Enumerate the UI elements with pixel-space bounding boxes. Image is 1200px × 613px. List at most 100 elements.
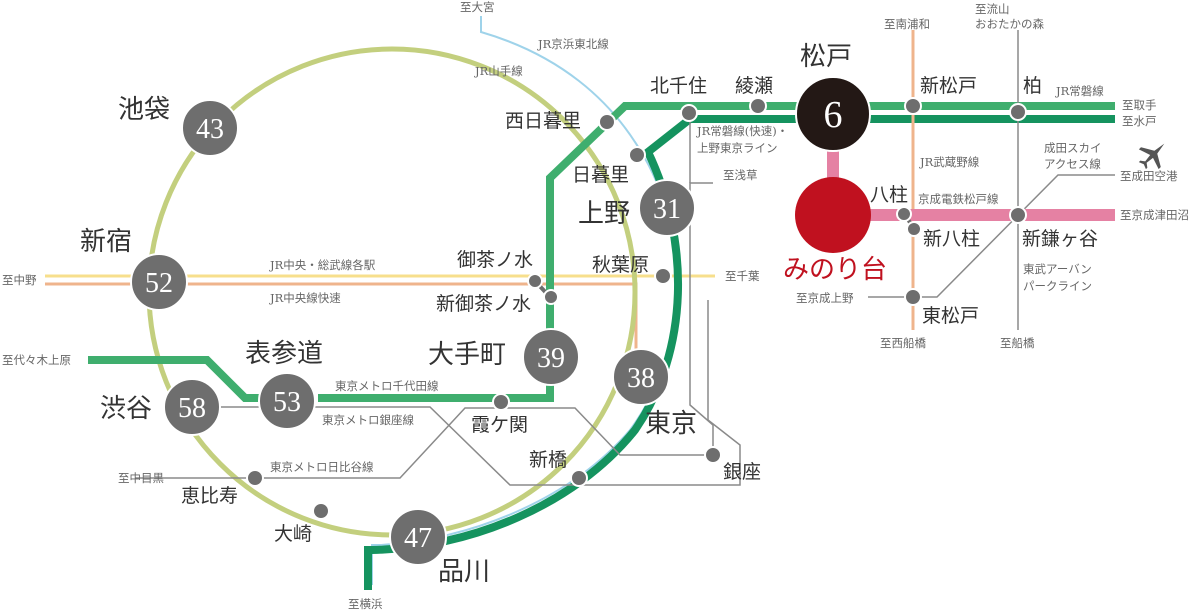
- station-name-nishinippori: 西日暮里: [505, 110, 581, 132]
- hub-marker-shinagawa: [389, 508, 447, 566]
- hub-marker-shibuya: [163, 378, 221, 436]
- station-name-ochanomizu: 御茶ノ水: [457, 249, 533, 271]
- station-dot-shin-ochanomizu: [543, 289, 559, 305]
- station-name-shin-ochanomizu: 新御茶ノ水: [436, 293, 531, 315]
- hub-station-names: 松戸 池袋 新宿 渋谷 表参道 大手町 上野 東京 品川: [80, 42, 852, 587]
- station-name-ueno: 上野: [578, 199, 630, 229]
- label-keisei-matsudo: 京成電鉄松戸線: [918, 192, 999, 206]
- travel-minutes-ueno: 31: [653, 194, 681, 225]
- home-station-name: みのり台: [783, 255, 887, 285]
- station-dot-shin-matsudo: [904, 97, 922, 115]
- station-name-shin-yahashira: 新八柱: [923, 228, 980, 250]
- station-name-higashi-matsudo: 東松戸: [922, 305, 979, 327]
- label-ginza-line: 東京メトロ銀座線: [322, 413, 414, 427]
- station-dot-nishinippori: [598, 113, 616, 131]
- label-tobu-urban-park-1: 東武アーバン: [1023, 262, 1092, 276]
- station-name-kasumigaseki: 霞ケ関: [471, 414, 528, 436]
- dest-nagareyama-2: おおたかの森: [975, 17, 1044, 31]
- station-dot-shimbashi: [570, 469, 588, 487]
- station-name-kashiwa: 柏: [1023, 75, 1042, 97]
- station-name-shin-kamagaya: 新鎌ヶ谷: [1022, 228, 1098, 250]
- station-name-shinagawa: 品川: [438, 557, 490, 587]
- hub-marker-omotesando: [258, 372, 316, 430]
- station-dot-kasumigaseki: [492, 393, 510, 411]
- station-name-shimbashi: 新橋: [529, 449, 567, 471]
- label-joban: JR常磐線: [1055, 84, 1104, 98]
- station-name-shinjuku: 新宿: [80, 227, 132, 257]
- station-dot-ebisu: [246, 469, 264, 487]
- label-ueno-tokyo-line: 上野東京ライン: [697, 141, 778, 155]
- travel-minutes-shinjuku: 52: [145, 268, 173, 299]
- travel-minutes-shibuya: 58: [178, 393, 206, 424]
- station-dot-shin-yahashira: [906, 221, 922, 237]
- travel-minutes-matsudo: 6: [824, 94, 843, 136]
- station-name-tokyo: 東京: [645, 409, 697, 439]
- hub-marker-tokyo: [612, 348, 670, 406]
- travel-minutes-ikebukuro: 43: [196, 114, 224, 145]
- station-name-ayase: 綾瀬: [735, 75, 773, 97]
- station-name-shin-matsudo: 新松戸: [920, 75, 977, 97]
- dest-toride: 至取手: [1122, 98, 1157, 112]
- label-yamanote: JR山手線: [474, 64, 523, 78]
- station-dot-ginza: [704, 446, 722, 464]
- dest-nakano: 至中野: [2, 273, 37, 287]
- label-chuo-sobu: JR中央・総武線各駅: [269, 258, 376, 272]
- label-narita-sky-access-1: 成田スカイ: [1044, 141, 1102, 155]
- narita-sky-access-line: [868, 174, 1115, 298]
- label-musashino: JR武蔵野線: [919, 155, 980, 169]
- dest-narita-airport: 至成田空港: [1120, 169, 1178, 183]
- dest-nagareyama-1: 至流山: [975, 2, 1010, 16]
- label-joban-rapid: JR常磐線(快速)・: [696, 124, 788, 138]
- hub-marker-shinjuku: [130, 253, 188, 311]
- station-name-akihabara: 秋葉原: [592, 254, 649, 276]
- joban-chiyoda-line: [318, 102, 1115, 402]
- station-dot-ochanomizu: [527, 273, 543, 289]
- station-name-ebisu: 恵比寿: [181, 485, 238, 507]
- station-name-kitasenju: 北千住: [650, 75, 707, 97]
- dest-chiba: 至千葉: [725, 269, 760, 283]
- label-chiyoda: 東京メトロ千代田線: [335, 379, 439, 393]
- dest-omiya: 至大宮: [460, 0, 495, 14]
- dest-nishi-funabashi: 至西船橋: [880, 336, 926, 350]
- station-dot-shin-kamagaya: [1009, 206, 1027, 224]
- dest-keisei-tsudanuma: 至京成津田沼: [1120, 208, 1189, 222]
- station-names: 西日暮里 北千住 綾瀬 日暮里 御茶ノ水 新御茶ノ水 秋葉原 霞ケ関 新橋 銀座…: [181, 75, 1098, 545]
- label-tobu-urban-park-2: パークライン: [1023, 279, 1092, 293]
- station-name-nippori: 日暮里: [572, 164, 629, 186]
- small-stations: [246, 97, 1027, 520]
- station-dot-osaki: [312, 502, 330, 520]
- dest-mito: 至水戸: [1122, 114, 1157, 128]
- station-dot-higashi-matsudo: [904, 288, 922, 306]
- dest-minami-urawa: 至南浦和: [884, 17, 930, 31]
- station-name-shibuya: 渋谷: [100, 394, 152, 424]
- label-keihin-tohoku: JR京浜東北線: [537, 37, 609, 51]
- dest-asakusa: 至浅草: [723, 168, 758, 182]
- dest-yokohama: 至横浜: [348, 597, 383, 611]
- dest-naka-meguro: 至中目黒: [118, 471, 164, 485]
- hub-marker-otemachi: [522, 328, 580, 386]
- home-station-marker: [795, 177, 871, 253]
- station-dot-kashiwa: [1009, 103, 1027, 121]
- station-dot-nippori: [628, 146, 646, 164]
- ginza-line: [210, 300, 741, 486]
- dest-keisei-ueno: 至京成上野: [796, 291, 854, 305]
- station-name-ginza: 銀座: [723, 461, 761, 483]
- hub-marker-ueno: [638, 179, 696, 237]
- station-name-ikebukuro: 池袋: [118, 95, 170, 125]
- travel-minutes-shinagawa: 47: [404, 523, 432, 554]
- station-name-matsudo: 松戸: [800, 42, 852, 72]
- dest-funabashi: 至船橋: [1000, 336, 1035, 350]
- station-dot-ayase: [749, 97, 767, 115]
- chiyoda-line-west: [88, 356, 270, 402]
- airplane-icon: [1138, 143, 1165, 170]
- dest-yoyogi-uehara: 至代々木上原: [2, 353, 71, 367]
- travel-minutes-otemachi: 39: [537, 343, 565, 374]
- station-name-osaki: 大崎: [274, 523, 312, 545]
- hibiya-line: [135, 182, 714, 479]
- station-name-otemachi: 大手町: [428, 340, 506, 370]
- line-labels: JR京浜東北線 JR山手線 JR常磐線(快速)・ 上野東京ライン JR常磐線 J…: [269, 37, 1104, 474]
- hub-marker-matsudo: [795, 76, 871, 152]
- label-narita-sky-access-2: アクセス線: [1044, 157, 1101, 171]
